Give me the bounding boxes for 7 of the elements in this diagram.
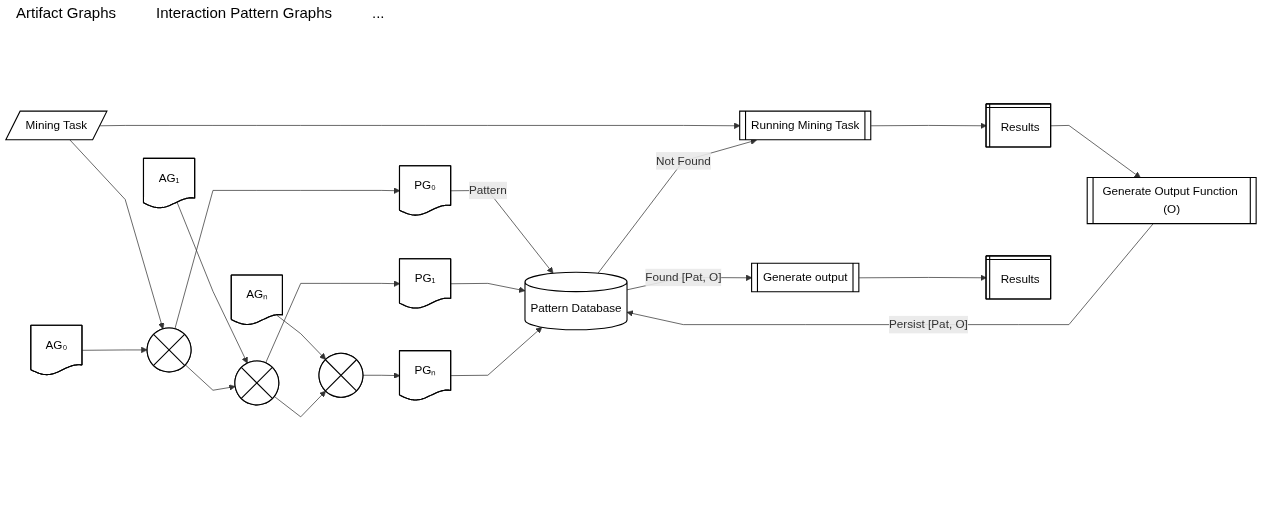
edge-label: Pattern xyxy=(468,183,507,196)
note-text: Artifact Graphs xyxy=(16,4,117,21)
edge-label: Not Found xyxy=(656,153,711,167)
edge-label: Found [Pat, O] xyxy=(645,270,722,283)
edge-label: Persist [Pat, O] xyxy=(889,317,968,331)
note-text: ... xyxy=(372,4,385,21)
note-text: Interaction Pattern Graphs xyxy=(156,4,332,21)
